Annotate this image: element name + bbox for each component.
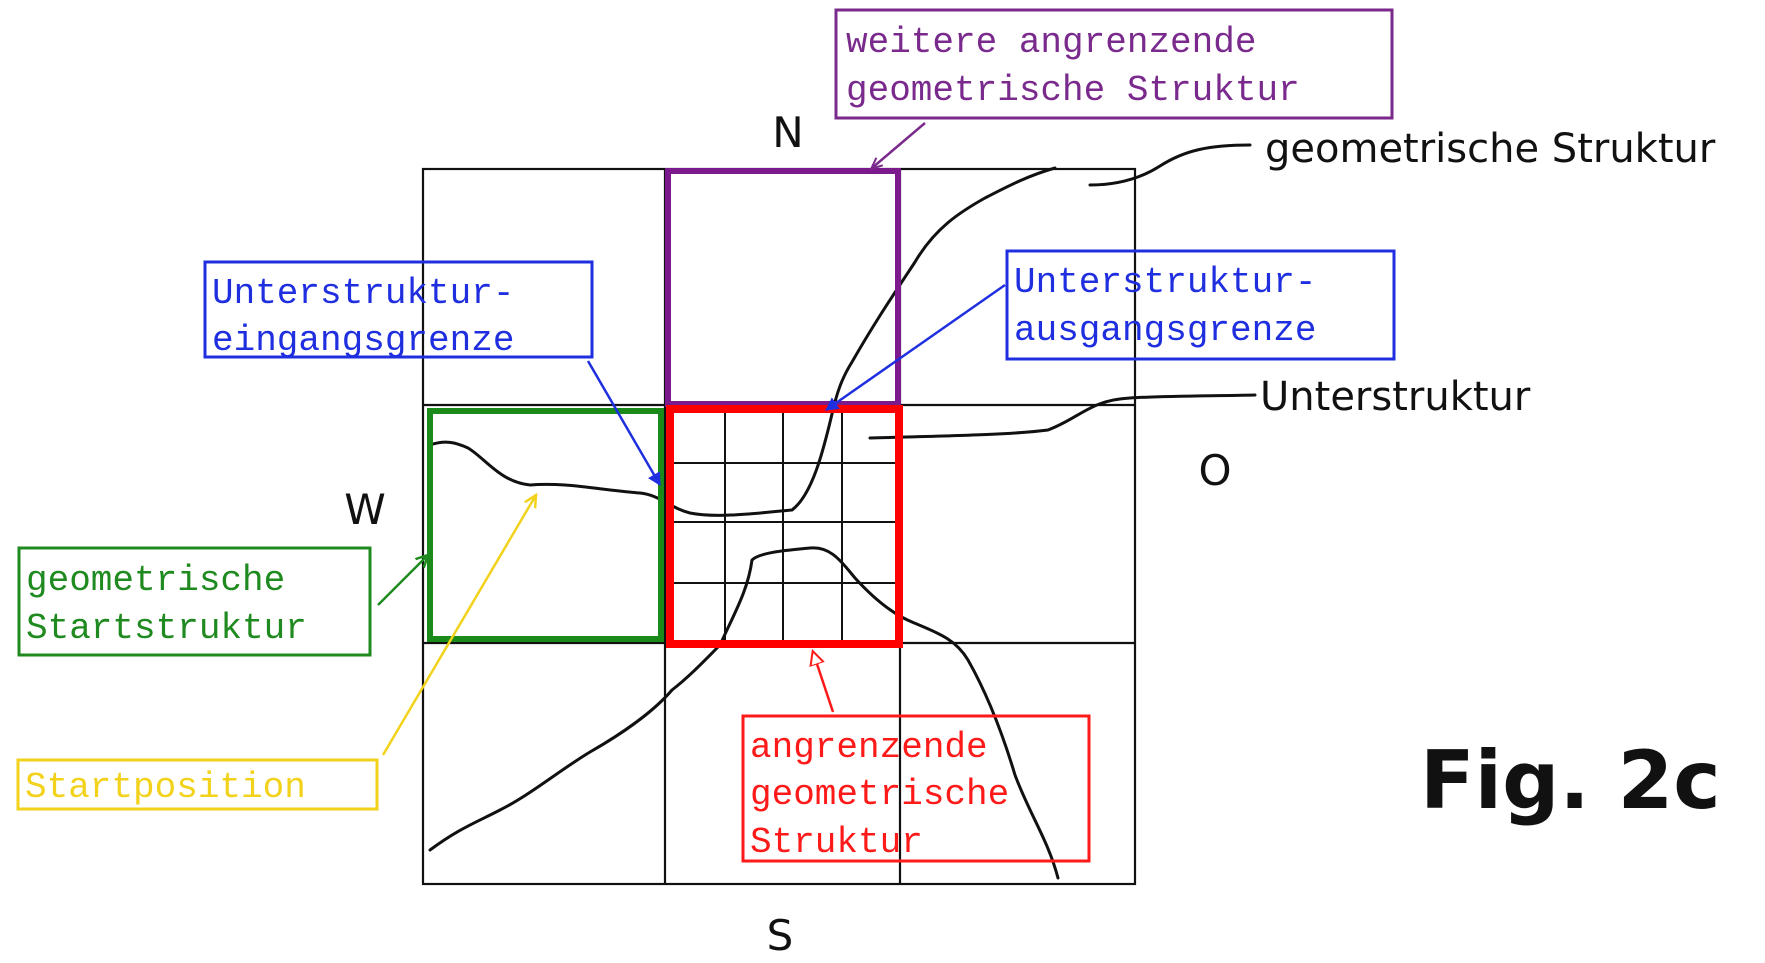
- south-label: S: [767, 911, 794, 960]
- geometric-structure-label: geometrische Struktur: [1265, 126, 1716, 172]
- svg-text:angrenzende: angrenzende: [750, 727, 988, 768]
- svg-text:ausgangsgrenze: ausgangsgrenze: [1014, 310, 1316, 351]
- west-label: W: [344, 485, 386, 534]
- svg-text:Startposition: Startposition: [25, 767, 306, 808]
- figure-label: Fig. 2c: [1420, 734, 1721, 827]
- svg-text:geometrische: geometrische: [750, 774, 1009, 815]
- svg-text:Unterstruktur-: Unterstruktur-: [212, 273, 514, 314]
- east-label: O: [1198, 446, 1231, 495]
- svg-text:Unterstruktur-: Unterstruktur-: [1014, 262, 1316, 303]
- svg-text:Struktur: Struktur: [750, 822, 923, 863]
- callout-exit-boundary: Unterstruktur- ausgangsgrenze: [1005, 249, 1396, 361]
- arrow-entry-boundary: [586, 360, 662, 486]
- substructure-label: Unterstruktur: [1260, 374, 1531, 420]
- callout-entry-boundary: Unterstruktur- eingangsgrenze: [203, 260, 594, 361]
- callout-start-structure: geometrische Startstruktur: [17, 546, 372, 657]
- svg-text:eingangsgrenze: eingangsgrenze: [212, 320, 514, 361]
- arrow-adjacent: [813, 652, 835, 713]
- callout-adjacent: angrenzende geometrische Struktur: [741, 714, 1091, 863]
- arrow-exit-boundary: [825, 283, 1006, 412]
- structure-curves: [428, 143, 1257, 880]
- svg-text:geometrische: geometrische: [26, 560, 285, 601]
- adjacent-structure-cell: [666, 405, 903, 648]
- arrow-further-adjacent: [872, 122, 926, 168]
- callout-further-adjacent: weitere angrenzende geometrische Struktu…: [834, 8, 1394, 120]
- arrow-start-position: [381, 495, 536, 756]
- upper-curve: [428, 166, 1057, 517]
- north-label: N: [772, 108, 803, 157]
- callout-start-position: Startposition: [16, 758, 379, 811]
- svg-text:Startstruktur: Startstruktur: [26, 608, 307, 649]
- svg-text:geometrische Struktur: geometrische Struktur: [846, 70, 1300, 111]
- start-structure-cell: [427, 408, 664, 642]
- further-adjacent-cell: [665, 168, 901, 407]
- svg-text:weitere angrenzende: weitere angrenzende: [846, 22, 1256, 63]
- arrow-start-structure: [377, 555, 428, 606]
- substructure-leader: [868, 393, 1257, 440]
- substructure-grid: [668, 408, 897, 640]
- geometric-structure-leader: [1088, 143, 1252, 187]
- lower-curve: [428, 546, 1060, 880]
